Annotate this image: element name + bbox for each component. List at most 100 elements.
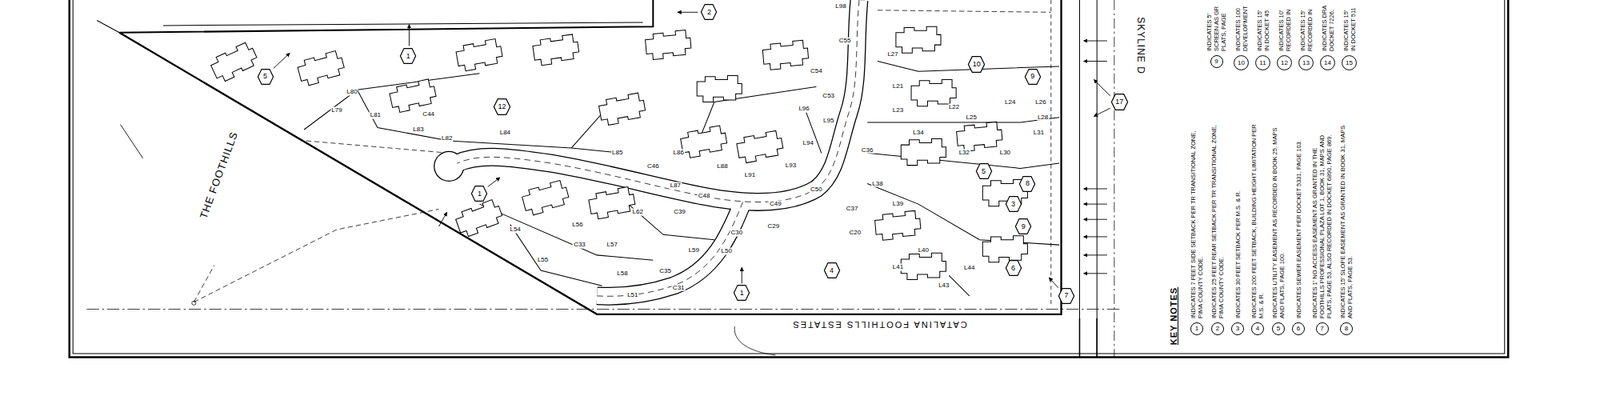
- lot-line-label: C37: [845, 205, 860, 213]
- callout-number: 4: [829, 267, 834, 275]
- callout-number: 13: [1302, 60, 1310, 67]
- key-note-marker: 10: [1233, 55, 1249, 71]
- circle-shape: [1340, 322, 1352, 335]
- lot-line-label: L79: [330, 106, 343, 114]
- callout-hexagon: 1: [733, 284, 750, 301]
- lot-line-label: L34: [912, 128, 924, 136]
- lot-line-label: L96: [797, 105, 810, 113]
- lot-line-label: L30: [999, 149, 1012, 157]
- lot-line-label: L38: [871, 180, 884, 188]
- callout-hexagon: 4: [824, 262, 840, 279]
- house: [874, 210, 922, 241]
- callout-hexagon: 9: [1024, 68, 1041, 85]
- callout-number: 11: [1259, 60, 1266, 67]
- property-boundary: [119, 0, 653, 33]
- road-centerline: [596, 202, 743, 297]
- key-note-text: INDICATES UTILITY EASEMENT AS RECORDED I…: [1271, 118, 1286, 319]
- lot-line-label: C44: [421, 110, 436, 118]
- lot-line-label: L88: [716, 163, 728, 171]
- lot-line-label: L31: [1032, 128, 1045, 136]
- lot-line-label: L24: [1004, 98, 1016, 106]
- circle-shape: [1190, 322, 1203, 335]
- easement-line: [1050, 0, 1052, 307]
- circle-shape: [1299, 56, 1314, 71]
- centerline: [86, 308, 1123, 310]
- callout-hexagon: 9: [1015, 218, 1032, 235]
- circle-shape: [1234, 56, 1249, 71]
- callout-number: 12: [1280, 60, 1288, 67]
- callout-hexagon: 5: [257, 68, 274, 85]
- lot-line-label: C31: [672, 284, 686, 292]
- callout-number: 14: [1324, 60, 1332, 67]
- hexagon-shape: [1016, 219, 1032, 235]
- callout-number: 7: [1064, 292, 1068, 300]
- hexagon-shape: [1005, 196, 1021, 212]
- easement-line: [877, 10, 1052, 13]
- key-note-text: INDICATES SEWER EASEMENT PER DOCKET 5331…: [1295, 118, 1303, 319]
- house: [736, 129, 785, 164]
- lot-line-label: L80: [345, 88, 358, 96]
- circle-shape: [1210, 55, 1223, 68]
- lot-line-label: L54: [508, 226, 521, 234]
- contour-line: [734, 326, 776, 356]
- area-name: THE FOOTHILLS: [197, 128, 241, 223]
- callout-hexagon: 6: [1005, 260, 1022, 276]
- dimension-arrow: [1084, 204, 1108, 205]
- house: [982, 236, 1028, 263]
- dimension-arrow: [438, 212, 447, 227]
- callout-number: 3: [1011, 200, 1016, 208]
- house: [762, 40, 810, 71]
- leader-arrows: [273, 12, 1111, 288]
- hexagon-shape: [1111, 94, 1128, 111]
- lot-line-label: L59: [688, 246, 700, 254]
- callout-number: 8: [1025, 180, 1030, 188]
- lot-line: [867, 117, 1060, 123]
- road-edge: [456, 0, 860, 203]
- callout-number: 1: [406, 52, 411, 60]
- house: [453, 198, 505, 239]
- key-note-text: INDICATES 15' IN DOCKET 45: [1256, 4, 1271, 52]
- leader-arrow: [408, 24, 410, 47]
- lot-line: [806, 112, 822, 153]
- circle-shape: [1231, 322, 1244, 335]
- callout-number: 8: [1344, 325, 1348, 332]
- lot-line: [510, 224, 603, 287]
- house: [532, 33, 580, 67]
- lot-line-label: C29: [766, 223, 780, 231]
- callout-number: 6: [1296, 325, 1300, 332]
- key-note-marker: 14: [1320, 55, 1336, 71]
- hexagon-shape: [701, 4, 717, 20]
- lot-line-label: C33: [572, 241, 587, 249]
- key-note-text: INDICATES 15' RECORDED IN: [1299, 4, 1314, 52]
- callout-number: 15: [1345, 60, 1353, 67]
- callout-number: 1: [740, 289, 744, 297]
- lot-line-label: L32: [958, 149, 971, 157]
- section-title: KEY NOTES: [1168, 285, 1179, 347]
- house: [896, 26, 941, 53]
- lot-line: [304, 73, 480, 130]
- lot-line-label: L50: [720, 247, 732, 255]
- callout-number: 5: [981, 168, 986, 176]
- callout-number: 12: [498, 103, 507, 111]
- callout-hexagon: 8: [1019, 176, 1036, 192]
- lot-line: [948, 275, 970, 296]
- callout-number: 5: [263, 72, 268, 80]
- hexagon-shape: [976, 164, 992, 180]
- lot-line-label: L56: [571, 220, 584, 228]
- lot-line-label: L83: [412, 126, 424, 134]
- lot-line-label: L98: [834, 2, 847, 10]
- lot-line-label: C54: [809, 68, 824, 76]
- lot-line-label: L44: [963, 264, 976, 272]
- hexagon-shape: [968, 56, 985, 72]
- hexagon-shape: [734, 285, 750, 301]
- callout-hexagon: 17: [1111, 93, 1128, 111]
- leader-arrow: [273, 52, 290, 68]
- road-centerline: [456, 0, 860, 203]
- survey-point: [192, 300, 196, 305]
- sheet-border: [69, 0, 1508, 357]
- hexagon-shape: [493, 99, 510, 116]
- street-name: SKYLINE D: [1134, 16, 1145, 77]
- lot-line-label: L22: [948, 104, 960, 112]
- callout-hexagon: 1: [471, 185, 488, 202]
